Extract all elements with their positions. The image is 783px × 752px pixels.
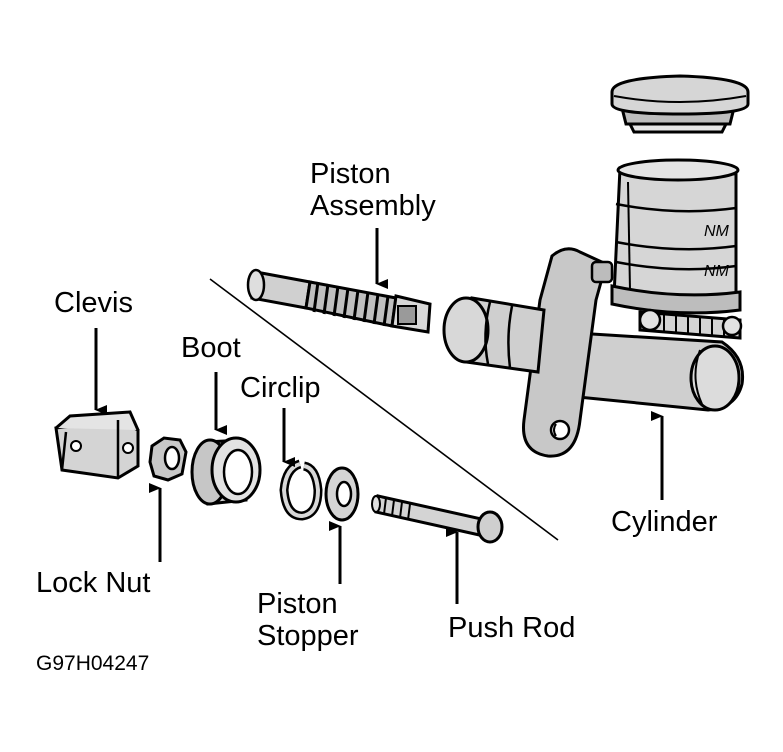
figure-code: G97H04247 bbox=[36, 652, 150, 675]
label-piston-stopper-line1: Piston bbox=[257, 588, 338, 620]
push-rod-part bbox=[371, 494, 504, 544]
label-piston-stopper-line2: Stopper bbox=[257, 620, 359, 652]
label-piston-assembly-line2: Assembly bbox=[310, 190, 436, 222]
cylinder-assembly: NM NM bbox=[522, 158, 745, 458]
label-push-rod: Push Rod bbox=[448, 612, 576, 644]
label-cylinder: Cylinder bbox=[611, 506, 718, 538]
label-piston-assembly-line1: Piston bbox=[310, 158, 391, 190]
reservoir-cap bbox=[610, 74, 750, 134]
alignment-guide-line bbox=[209, 278, 559, 541]
piston-cup bbox=[442, 296, 546, 374]
reservoir-marking-upper: NM bbox=[704, 223, 730, 240]
clevis-part bbox=[54, 410, 140, 480]
piston-spring-assembly bbox=[246, 268, 432, 334]
lock-nut-part bbox=[148, 436, 188, 482]
label-circlip: Circlip bbox=[240, 372, 321, 404]
label-clevis: Clevis bbox=[54, 287, 133, 319]
circlip-part bbox=[279, 459, 323, 521]
label-boot: Boot bbox=[181, 332, 241, 364]
piston-stopper-part bbox=[324, 466, 360, 522]
label-lock-nut: Lock Nut bbox=[36, 567, 151, 599]
reservoir-marking-lower: NM bbox=[704, 263, 730, 280]
boot-part bbox=[190, 436, 262, 506]
leader-arrows bbox=[94, 228, 664, 604]
